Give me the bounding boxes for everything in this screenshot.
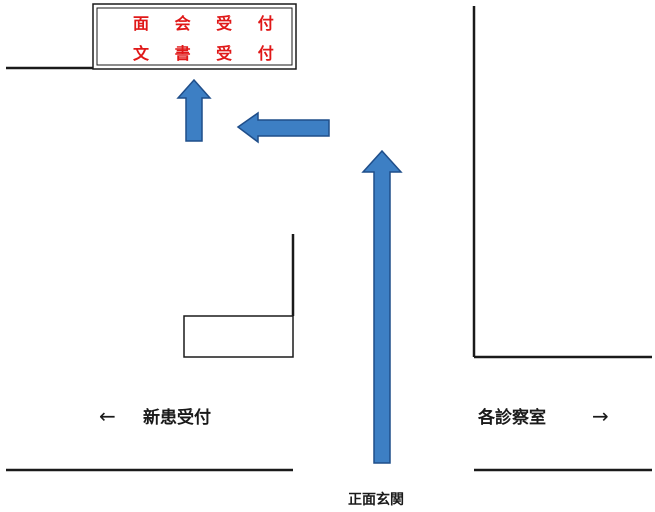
- reception-sign: 面 会 受 付 文 書 受 付: [92, 3, 297, 70]
- clinics-label: 各診察室: [477, 407, 546, 428]
- new-patient-reception-label: 新患受付: [143, 407, 211, 428]
- reception-counter: [183, 315, 294, 358]
- arrow-up-to-sign: [176, 78, 212, 142]
- sign-line-visiting: 面 会 受 付: [133, 14, 284, 33]
- left-arrow-glyph: ←: [99, 404, 116, 428]
- right-arrow-glyph: →: [592, 404, 609, 428]
- arrow-up-from-entrance: [361, 149, 403, 464]
- main-entrance-label: 正面玄関: [348, 491, 404, 508]
- sign-line-documents: 文 書 受 付: [133, 44, 284, 63]
- arrow-left-to-sign: [236, 111, 330, 144]
